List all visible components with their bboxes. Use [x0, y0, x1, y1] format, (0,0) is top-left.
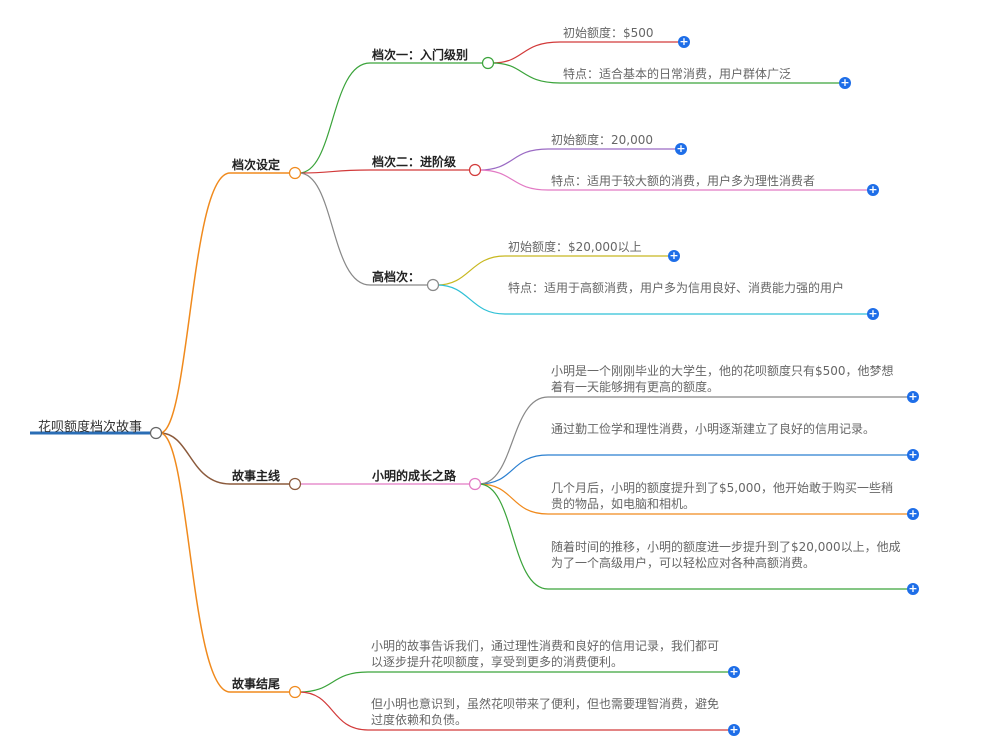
tier-1-leaf-feature[interactable]: 特点：适合基本的日常消费，用户群体广泛 [563, 67, 792, 81]
plus-icon[interactable]: + [728, 723, 740, 736]
tier-1-junction [481, 56, 495, 70]
link-tier-2-leaf-2 [478, 169, 873, 191]
link-tier-1 [298, 62, 486, 174]
branch-1-junction [288, 166, 302, 180]
story-leaf-4[interactable]: 随着时间的推移，小明的额度进一步提升到了$20,000以上，他成为了一个高级用户… [551, 540, 901, 570]
story-leaf-1[interactable]: 小明是一个刚刚毕业的大学生，他的花呗额度只有$500，他梦想着有一天能够拥有更高… [551, 364, 894, 394]
story-leaf-2[interactable]: 通过勤工俭学和理性消费，小明逐渐建立了良好的信用记录。 [551, 422, 876, 436]
tier-2-leaf-feature[interactable]: 特点：适用于较大额的消费，用户多为理性消费者 [551, 174, 816, 188]
tier-2-junction [468, 163, 482, 177]
link-root-to-branch-1 [159, 172, 293, 434]
tier-2-node[interactable]: 档次二：进阶级 [372, 155, 457, 169]
link-tier-2 [298, 169, 473, 174]
tier-2-leaf-amount[interactable]: 初始额度：20,000 [551, 133, 653, 147]
link-story-leaf-2 [478, 454, 913, 485]
tier-3-leaf-feature[interactable]: 特点：适用于高额消费，用户多为信用良好、消费能力强的用户 [508, 281, 845, 295]
plus-icon[interactable]: + [678, 35, 690, 48]
plus-icon[interactable]: + [867, 307, 879, 320]
story-leaf-3[interactable]: 几个月后，小明的额度提升到了$5,000，他开始敢于购买一些稍贵的物品，如电脑和… [551, 481, 893, 511]
plus-icon[interactable]: + [668, 249, 680, 262]
link-ending-leaf-2 [298, 691, 734, 731]
plus-icon[interactable]: + [907, 448, 919, 461]
link-tier-3-leaf-1 [436, 255, 674, 286]
link-ending-leaf-1 [298, 671, 734, 693]
branch-tier-settings[interactable]: 档次设定 [232, 158, 281, 172]
story-growth-node[interactable]: 小明的成长之路 [372, 469, 457, 483]
link-tier-2-leaf-1 [478, 148, 681, 171]
link-root-to-branch-2 [159, 432, 293, 485]
ending-leaf-2[interactable]: 但小明也意识到，虽然花呗带来了便利，但也需要理智消费，避免过度依赖和负债。 [371, 697, 720, 727]
branch-story-main[interactable]: 故事主线 [232, 469, 281, 483]
plus-icon[interactable]: + [728, 665, 740, 678]
tier-3-leaf-amount[interactable]: 初始额度：$20,000以上 [508, 240, 642, 254]
ending-leaf-1[interactable]: 小明的故事告诉我们，通过理性消费和良好的信用记录，我们都可以逐步提升花呗额度，享… [371, 639, 720, 669]
branch-3-junction [288, 685, 302, 699]
root-topic[interactable]: 花呗额度档次故事 [38, 420, 143, 435]
tier-3-junction [426, 278, 440, 292]
plus-icon[interactable]: + [907, 390, 919, 403]
plus-icon[interactable]: + [907, 582, 919, 595]
plus-icon[interactable]: + [867, 183, 879, 196]
plus-icon[interactable]: + [839, 76, 851, 89]
root-junction [149, 426, 163, 440]
tier-3-node[interactable]: 高档次： [372, 270, 421, 284]
branch-2-junction [288, 477, 302, 491]
story-junction [468, 477, 482, 491]
link-story-leaf-1 [478, 396, 913, 485]
plus-icon[interactable]: + [907, 507, 919, 520]
link-tier-1-leaf-1 [491, 41, 684, 64]
link-story-leaf-4 [478, 483, 913, 590]
link-story-leaf-3 [478, 483, 913, 515]
link-tier-1-leaf-2 [491, 62, 845, 84]
plus-icon[interactable]: + [675, 142, 687, 155]
tier-1-leaf-amount[interactable]: 初始额度：$500 [563, 26, 654, 40]
branch-story-ending[interactable]: 故事结尾 [232, 677, 281, 691]
link-tier-3 [298, 172, 431, 286]
link-tier-3-leaf-2 [436, 284, 873, 315]
tier-1-node[interactable]: 档次一：入门级别 [372, 48, 469, 62]
link-root-to-branch-3 [159, 432, 293, 693]
